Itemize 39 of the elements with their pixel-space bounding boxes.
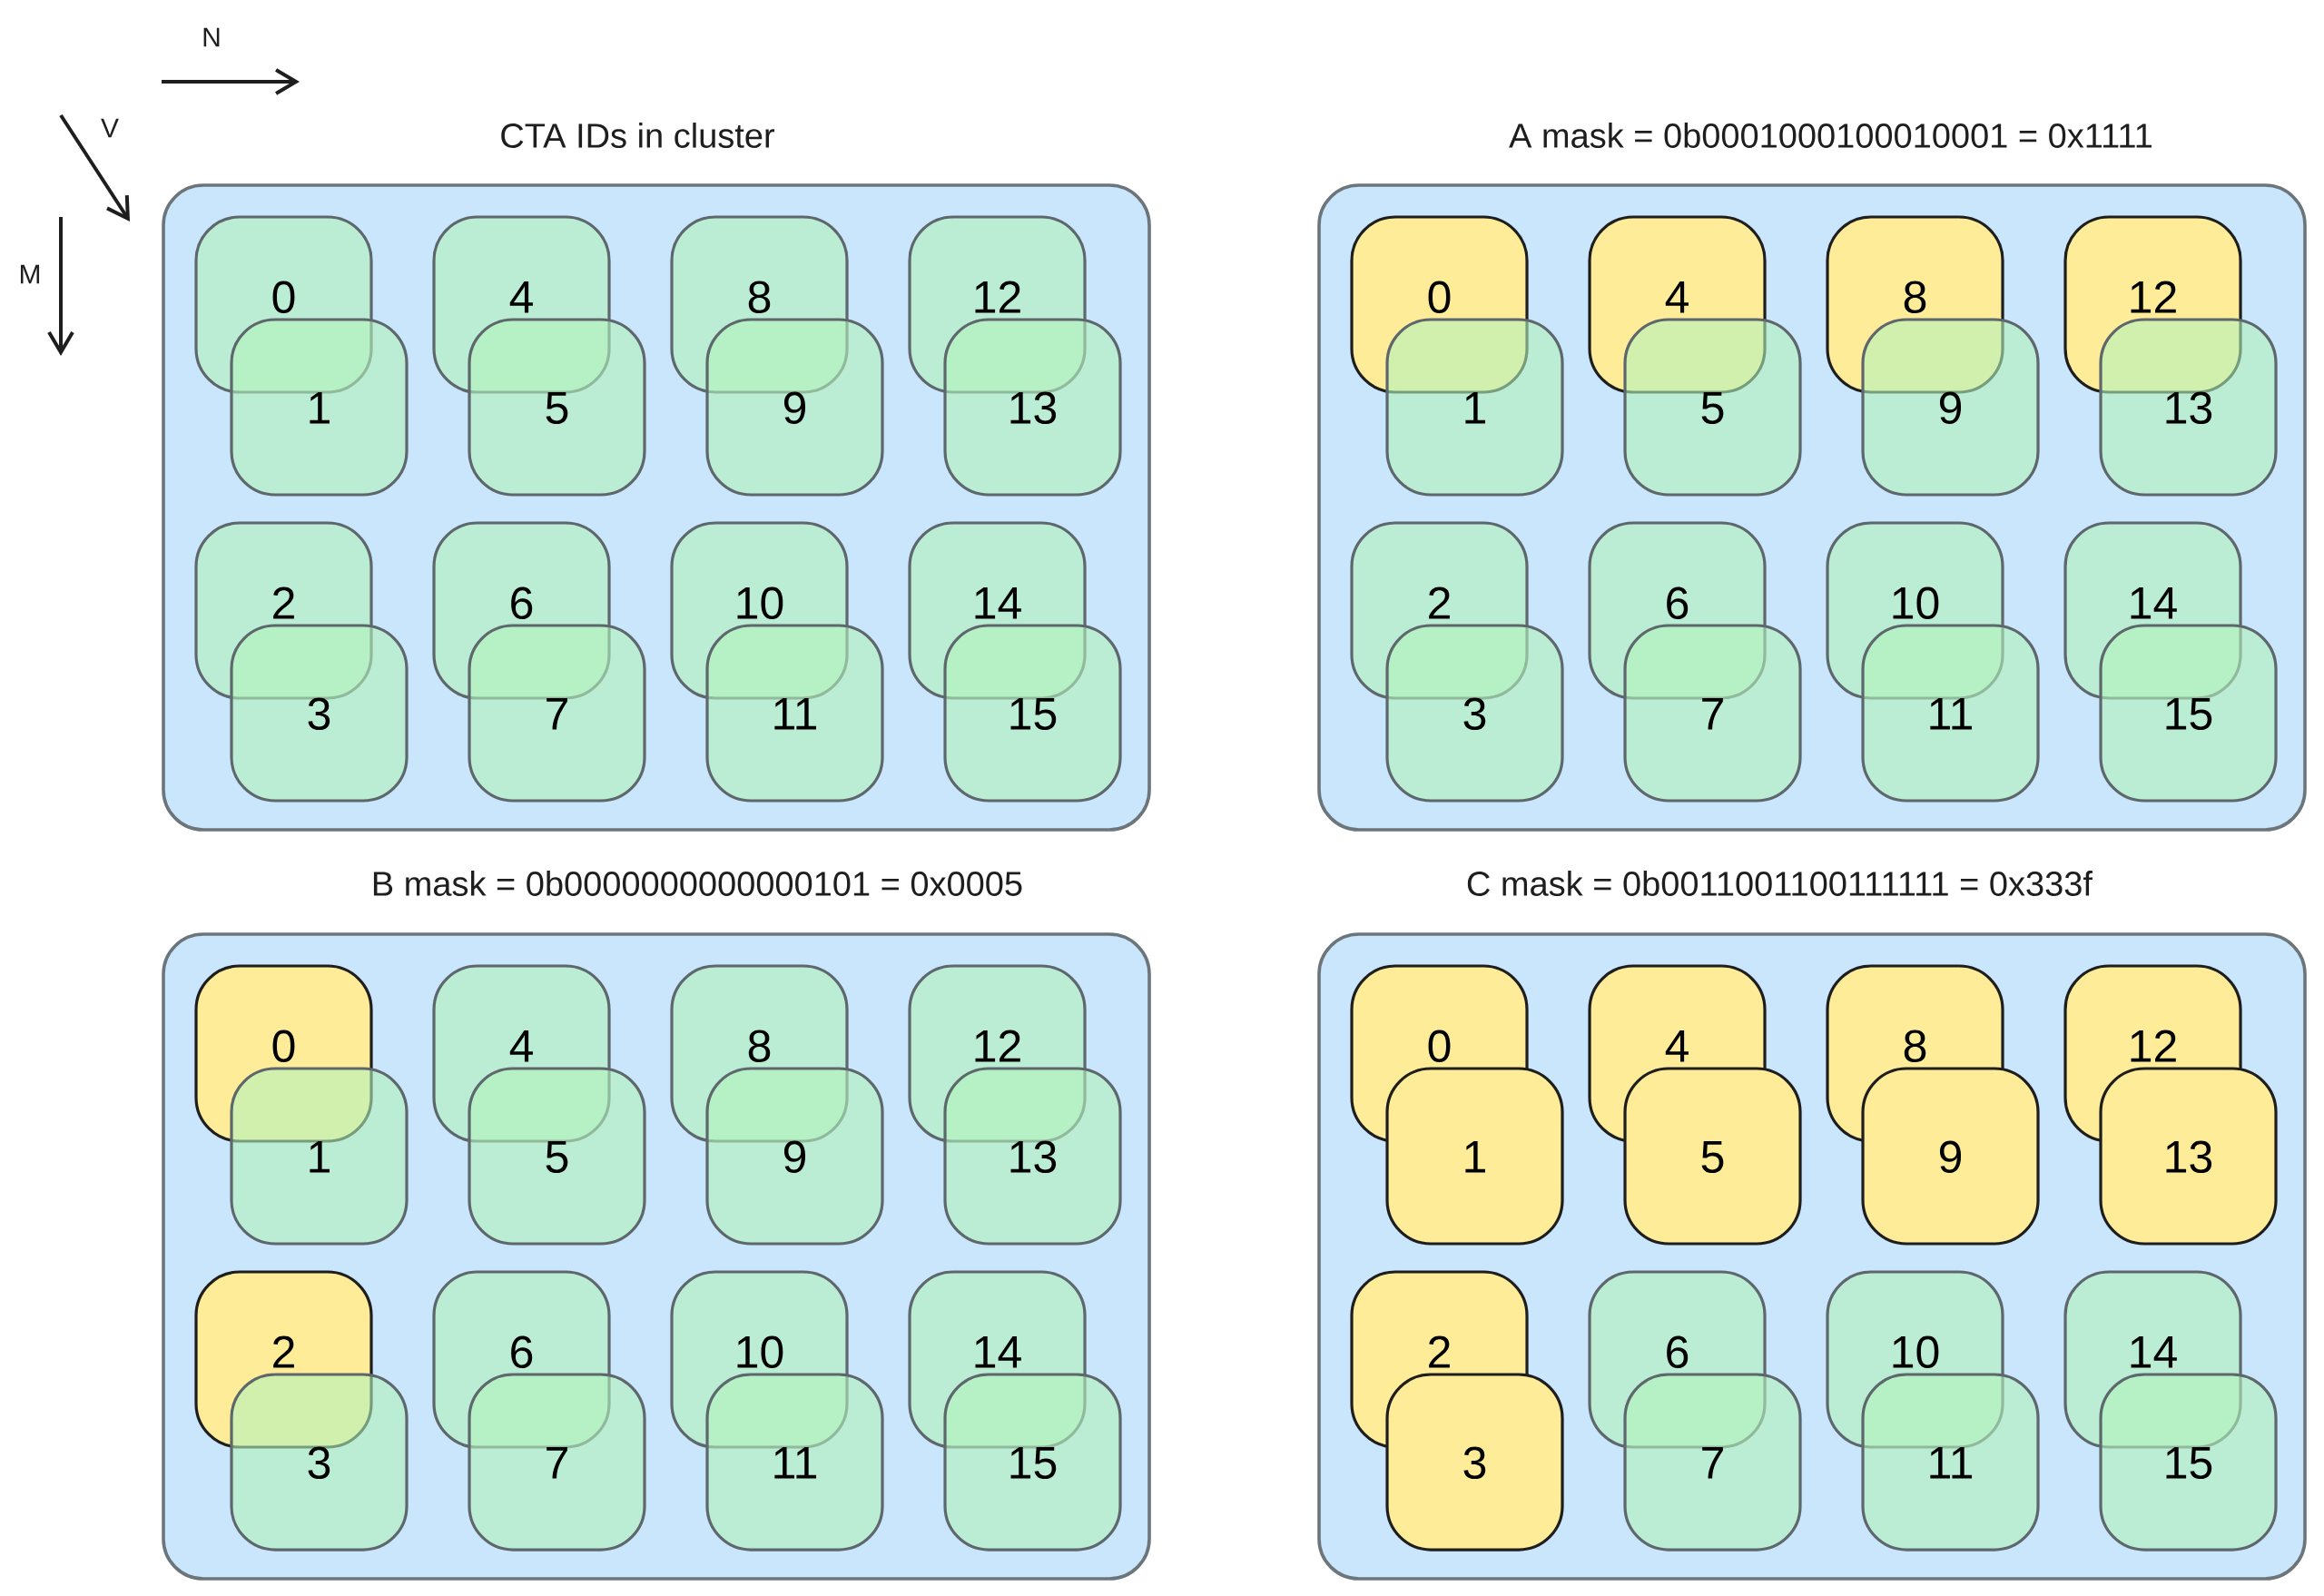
- tile: 15: [2099, 1373, 2278, 1552]
- tile: 9: [705, 1067, 884, 1246]
- tile: 13: [2099, 318, 2278, 497]
- tile: 5: [1623, 1067, 1802, 1246]
- tile: 3: [1385, 624, 1564, 803]
- axis-label: N: [203, 27, 220, 47]
- tile: 1: [230, 318, 409, 497]
- tile: 15: [943, 624, 1122, 803]
- tile: 1: [1385, 318, 1564, 497]
- tile: 7: [1623, 1373, 1802, 1552]
- tile: 3: [230, 1373, 409, 1552]
- panel-title: B mask = 0b0000000000000101 = 0x0005: [373, 871, 1022, 896]
- tile: 5: [1623, 318, 1802, 497]
- tile: 9: [1861, 1067, 2040, 1246]
- tile: 1: [230, 1067, 409, 1246]
- tile: 9: [705, 318, 884, 497]
- tile: 13: [2099, 1067, 2278, 1246]
- tile: 9: [1861, 318, 2040, 497]
- tile: 15: [943, 1373, 1122, 1552]
- axis-label: M: [20, 264, 40, 284]
- panel-title: C mask = 0b0011001100111111 = 0x333f: [1467, 871, 2093, 896]
- axis-label: V: [101, 118, 119, 138]
- panel-title: A mask = 0b0001000100010001 = 0x1111: [1509, 123, 2152, 148]
- tile: 7: [468, 1373, 646, 1552]
- tile: 13: [943, 318, 1122, 497]
- tile: 3: [230, 624, 409, 803]
- tile: 11: [1861, 624, 2040, 803]
- tile: 13: [943, 1067, 1122, 1246]
- tile: 11: [705, 624, 884, 803]
- tile: 7: [468, 624, 646, 803]
- tile: 5: [468, 318, 646, 497]
- tile: 11: [1861, 1373, 2040, 1552]
- tile: 3: [1385, 1373, 1564, 1552]
- tile: 1: [1385, 1067, 1564, 1246]
- tile: 5: [468, 1067, 646, 1246]
- tile: 7: [1623, 624, 1802, 803]
- tile: 15: [2099, 624, 2278, 803]
- tile: 11: [705, 1373, 884, 1552]
- panel-title: CTA IDs in cluster: [501, 123, 774, 148]
